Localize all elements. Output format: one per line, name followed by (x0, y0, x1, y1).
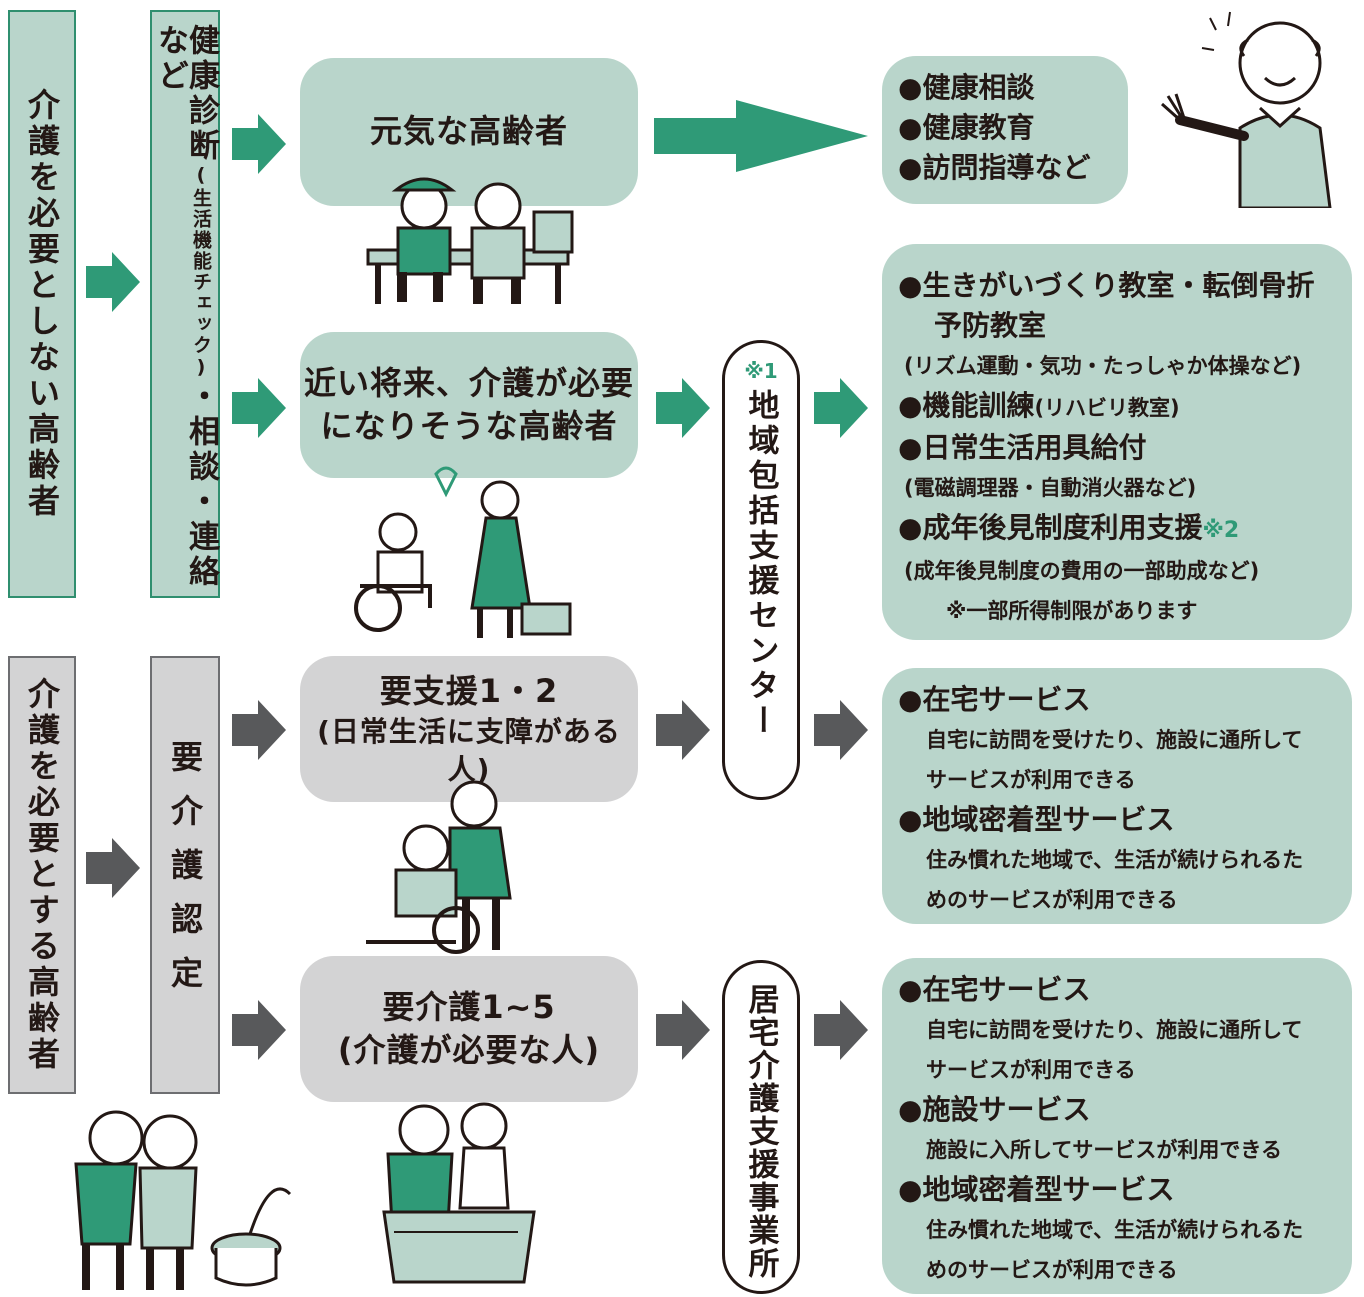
support-services-box: ●在宅サービス 自宅に訪問を受けたり、施設に通所して サービスが利用できる ●地… (882, 668, 1352, 924)
income-limit-note: ※一部所得制限があります (946, 599, 1198, 623)
care-needed-box: 要介護1~5 (介護が必要な人) (300, 956, 638, 1102)
at-risk-line1: 近い将来、介護が必要 (303, 363, 634, 402)
support-desc-text: (日常生活に支障がある人) (317, 714, 621, 786)
support-level-text: 要支援1・2 (379, 671, 559, 710)
healthy-elderly-text: 元気な高齢者 (369, 112, 568, 151)
regional-support-center: ※1 地域包括支援センター (722, 340, 800, 800)
wheelchair-caregiver-illustration (350, 460, 580, 646)
lifestyle-check-text: (生活機能チェック) (190, 164, 212, 380)
service-activity-class-examples: (リズム運動・気功・たっしゃか体操など) (904, 354, 1302, 378)
arrow-gray-7 (814, 1000, 868, 1060)
service-guardianship-examples: (成年後見制度の費用の一部助成など) (904, 559, 1260, 583)
service-daily-equipment-examples: (電磁調理器・自動消火器など) (904, 476, 1197, 500)
service-guardianship: ●成年後見制度利用支援※2 (898, 511, 1240, 544)
service-activity-class-line2: 予防教室 (934, 309, 1047, 342)
health-checkup-column: 健康診断(生活機能チェック)・相談・連絡など (150, 10, 220, 598)
bathing-assistance-illustration (354, 1092, 554, 1292)
arrow-big-green (654, 100, 868, 172)
service-facility: ●施設サービス (898, 1093, 1091, 1126)
arrow-gray-3 (232, 1000, 286, 1060)
no-care-elderly-label: 介護を必要としない高齢者 (8, 10, 76, 598)
home-care-support-office: 居宅介護支援事業所 (722, 960, 800, 1294)
arrow-green-5 (814, 378, 868, 438)
service-community: ●地域密着型サービス (898, 803, 1175, 836)
service-home-2: ●在宅サービス (898, 973, 1091, 1006)
no-care-elderly-text: 介護を必要としない高齢者 (23, 88, 61, 520)
arrow-gray-1 (86, 838, 140, 898)
service-home: ●在宅サービス (898, 683, 1091, 716)
arrow-green-3 (232, 378, 286, 438)
service-home-desc1: 自宅に訪問を受けたり、施設に通所して (926, 728, 1303, 752)
arrow-gray-2 (232, 700, 286, 760)
need-care-elderly-text: 介護を必要とする高齢者 (23, 677, 61, 1073)
regional-note-mark: ※1 (744, 359, 778, 383)
service-home-desc2: サービスが利用できる (926, 768, 1136, 792)
health-checkup-text: 健康診断 (183, 24, 219, 164)
arrow-gray-6 (814, 700, 868, 760)
service-function-training: ●機能訓練(リハビリ教室) (898, 389, 1180, 422)
arrow-gray-5 (656, 1000, 710, 1060)
service-community-desc1: 住み慣れた地域で、生活が続けられるた (926, 848, 1304, 872)
consult-contact-text: ・相談・連絡など (152, 24, 219, 590)
service-community-2: ●地域密着型サービス (898, 1173, 1175, 1206)
service-community-2-desc1: 住み慣れた地域で、生活が続けられるた (926, 1218, 1304, 1242)
elderly-couple-bench-illustration (358, 172, 578, 310)
toilet-assistance-illustration (20, 1098, 296, 1294)
regional-center-text: 地域包括支援センター (742, 389, 779, 739)
arrow-green-1 (86, 252, 140, 312)
home-care-office-text: 居宅介護支援事業所 (742, 983, 779, 1280)
service-facility-desc: 施設に入所してサービスが利用できる (926, 1138, 1282, 1162)
at-risk-line2: になりそうな高齢者 (320, 407, 618, 445)
service-community-desc2: めのサービスが利用できる (926, 888, 1178, 912)
caregiver-pushing-wheelchair-illustration (356, 778, 534, 956)
arrow-green-2 (232, 114, 286, 174)
service-activity-class: ●生きがいづくり教室・転倒骨折 (898, 269, 1315, 302)
service-home-2-desc1: 自宅に訪問を受けたり、施設に通所して (926, 1018, 1303, 1042)
service-health-education: ●健康教育 (898, 111, 1035, 144)
service-community-2-desc2: めのサービスが利用できる (926, 1258, 1178, 1282)
at-risk-elderly-box: 近い将来、介護が必要 になりそうな高齢者 (300, 332, 638, 478)
care-desc-text: (介護が必要な人) (337, 1031, 601, 1069)
support-needed-box: 要支援1・2 (日常生活に支障がある人) (300, 656, 638, 802)
care-level-text: 要介護1~5 (382, 987, 556, 1026)
care-certification-text: 要介護認定 (166, 740, 204, 1010)
waving-elderly-man-illustration (1140, 8, 1356, 208)
need-care-elderly-label: 介護を必要とする高齢者 (8, 656, 76, 1094)
arrow-gray-4 (656, 700, 710, 760)
healthy-elderly-box: 元気な高齢者 (300, 58, 638, 206)
service-home-visit: ●訪問指導など (898, 151, 1091, 184)
care-services-box: ●在宅サービス 自宅に訪問を受けたり、施設に通所して サービスが利用できる ●施… (882, 958, 1352, 1294)
arrow-green-4 (656, 378, 710, 438)
service-health-consult: ●健康相談 (898, 71, 1035, 104)
care-certification-column: 要介護認定 (150, 656, 220, 1094)
health-services-box: ●健康相談 ●健康教育 ●訪問指導など (882, 56, 1128, 204)
prevention-services-box: ●生きがいづくり教室・転倒骨折 予防教室 (リズム運動・気功・たっしゃか体操など… (882, 244, 1352, 640)
service-home-2-desc2: サービスが利用できる (926, 1058, 1136, 1082)
service-daily-equipment: ●日常生活用具給付 (898, 431, 1147, 464)
